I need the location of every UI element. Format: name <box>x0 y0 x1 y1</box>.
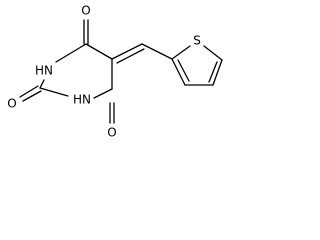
bond-c5-ch-a <box>111 43 143 60</box>
bond-c4-n3 <box>55 43 87 63</box>
bond-n3-c2 <box>39 79 45 89</box>
bond-c5-ch-b <box>116 48 145 64</box>
bond-n1-c6 <box>93 88 113 99</box>
structure-diagram: O HN O HN O S <box>0 0 248 147</box>
atom-o-bottom: O <box>107 126 116 140</box>
bond-thio-c3-c2-inner <box>177 59 190 82</box>
bond-c2-o-a <box>19 85 39 98</box>
atom-nh-upper: HN <box>35 64 53 78</box>
bond-c2-o-b <box>22 90 42 102</box>
bond-c2-n1 <box>39 87 69 97</box>
atom-o-left: O <box>7 97 16 111</box>
atom-nh-lower: HN <box>73 93 91 107</box>
bond-thio-s-c5 <box>203 45 223 61</box>
bond-thio-c5-c4 <box>212 59 223 86</box>
molecule-canvas: O HN O HN O S <box>7 4 223 140</box>
bond-c4-c5 <box>85 43 113 60</box>
bond-thio-c5-c4-inner <box>208 61 218 83</box>
bond-thio-c2-s <box>171 45 191 60</box>
bond-thio-c3-c2 <box>171 58 186 86</box>
atom-o-top: O <box>81 4 90 18</box>
bond-ch-thio-c2 <box>141 43 173 60</box>
atom-s: S <box>193 34 201 48</box>
